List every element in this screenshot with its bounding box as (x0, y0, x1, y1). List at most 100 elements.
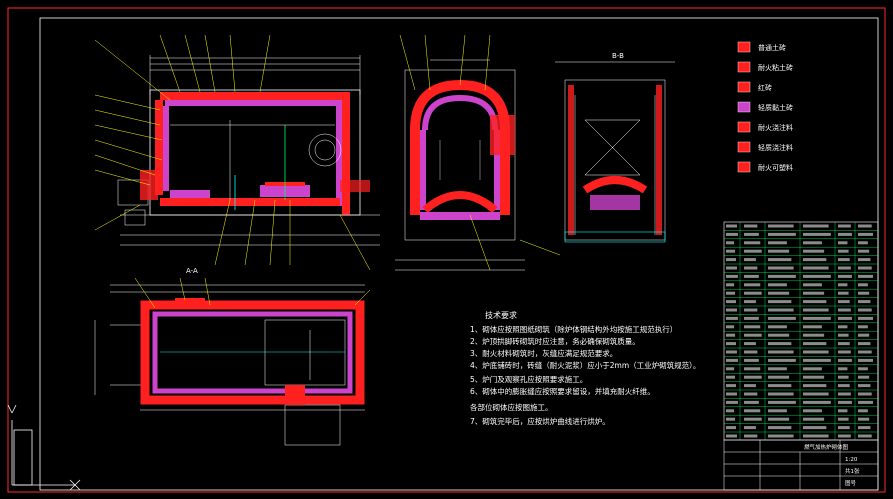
table-cell-text (768, 258, 792, 262)
table-cell-text (768, 400, 796, 404)
table-cell-text (744, 308, 758, 312)
table-cell-text (768, 417, 790, 421)
table-cell-text (838, 232, 852, 236)
table-cell-text (803, 342, 827, 346)
table-cell-text (858, 300, 871, 304)
legend-label: 轻质黏土砖 (758, 103, 793, 112)
table-cell-text (768, 384, 792, 388)
parts-table (723, 221, 879, 441)
legend-item: 轻质黏土砖 (737, 101, 793, 113)
title-block-drawing-no: 图号 (845, 479, 857, 487)
table-cell-text (744, 384, 756, 388)
technical-notes: 技术要求 1、砌体应按照图纸砌筑（除炉体钢结构外均按施工规范执行） 2、炉顶拱脚… (470, 310, 700, 426)
table-cell-text (838, 266, 851, 270)
table-cell-text (768, 316, 796, 320)
table-cell-text (803, 316, 831, 320)
table-cell-text (838, 249, 849, 253)
legend-item: 普通土砖 (737, 41, 786, 53)
table-cell-text (744, 283, 761, 287)
table-cell-text (726, 274, 738, 278)
table-cell-text (838, 300, 850, 304)
legend-label: 红砖 (758, 83, 772, 92)
legend-label: 耐火粘土砖 (758, 63, 793, 72)
table-cell-text (858, 291, 870, 295)
table-cell-text (744, 291, 762, 295)
table-cell-text (744, 325, 761, 329)
title-block-drawing-title: 燃气加热炉砌体图 (804, 443, 849, 451)
table-cell-text (768, 325, 787, 329)
table-cell-text (744, 333, 762, 337)
table-cell-text (838, 224, 851, 228)
title-block-sheet: 共1张 (845, 467, 860, 475)
table-cell-text (838, 434, 851, 438)
notes-title: 技术要求 (485, 310, 517, 320)
table-cell-text (768, 350, 794, 354)
table-cell-text (838, 417, 849, 421)
table-cell-text (858, 434, 872, 438)
table-cell-text (768, 266, 794, 270)
table-cell-text (726, 325, 735, 329)
table-cell-text (803, 434, 829, 438)
note-item: 7、砌筑完毕后，应按烘炉曲线进行烘炉。 (470, 416, 610, 426)
table-cell-text (838, 241, 848, 245)
table-cell-text (744, 274, 759, 278)
table-cell-text (726, 266, 737, 270)
table-cell-text (803, 232, 831, 236)
table-cell-text (768, 274, 796, 278)
section-label-b: B-B (612, 52, 624, 60)
table-cell-text (744, 300, 756, 304)
table-cell-text (803, 367, 822, 371)
table-cell-text (768, 367, 787, 371)
table-cell-text (744, 400, 759, 404)
table-cell-text (744, 350, 758, 354)
table-cell-text (726, 417, 736, 421)
table-cell-text (744, 342, 756, 346)
table-cell-text (838, 426, 850, 430)
table-cell-text (858, 325, 868, 329)
parts-table-fill (726, 224, 873, 438)
table-cell-text (838, 316, 852, 320)
table-cell-text (803, 392, 829, 396)
section-label-a: A-A (186, 267, 198, 275)
table-cell-text (744, 224, 758, 228)
table-cell-text (858, 409, 868, 413)
table-cell-text (838, 384, 850, 388)
table-cell-text (744, 375, 762, 379)
ucs-axis-icon (7, 404, 81, 491)
table-cell-text (768, 241, 787, 245)
note-item: 6、砌体中的膨胀缝应按照要求留设，并填充耐火纤维。 (470, 386, 655, 396)
table-cell-text (726, 300, 737, 304)
plan-view (94, 277, 371, 446)
table-cell-text (744, 249, 762, 253)
table-cell-text (858, 333, 870, 337)
table-cell-text (858, 308, 872, 312)
table-cell-text (768, 375, 790, 379)
title-block (723, 439, 879, 491)
table-cell-text (838, 400, 852, 404)
table-cell-text (858, 232, 873, 236)
table-cell-text (768, 434, 794, 438)
note-item: 5、炉门及观察孔应按照要求施工。 (470, 374, 587, 384)
table-cell-text (858, 400, 873, 404)
table-cell-text (768, 333, 790, 337)
table-cell-text (803, 400, 831, 404)
table-cell-text (803, 417, 825, 421)
table-cell-text (768, 291, 790, 295)
side-section-view (395, 34, 561, 271)
table-cell-text (858, 375, 870, 379)
table-cell-text (768, 308, 794, 312)
table-cell-text (838, 409, 848, 413)
legend-item: 轻质浇注料 (737, 141, 793, 153)
table-cell-text (726, 358, 738, 362)
legend-label: 普通土砖 (758, 43, 786, 52)
table-cell-text (744, 434, 758, 438)
table-cell-text (726, 224, 737, 228)
table-cell-text (726, 400, 738, 404)
outer-frame (7, 7, 886, 493)
legend-label: 轻质浇注料 (758, 143, 793, 152)
table-cell-text (838, 258, 850, 262)
note-item: 2、炉顶拱脚砖砌筑时应注意，务必确保砌筑质量。 (470, 336, 640, 346)
table-cell-text (768, 232, 796, 236)
table-cell-text (726, 232, 738, 236)
